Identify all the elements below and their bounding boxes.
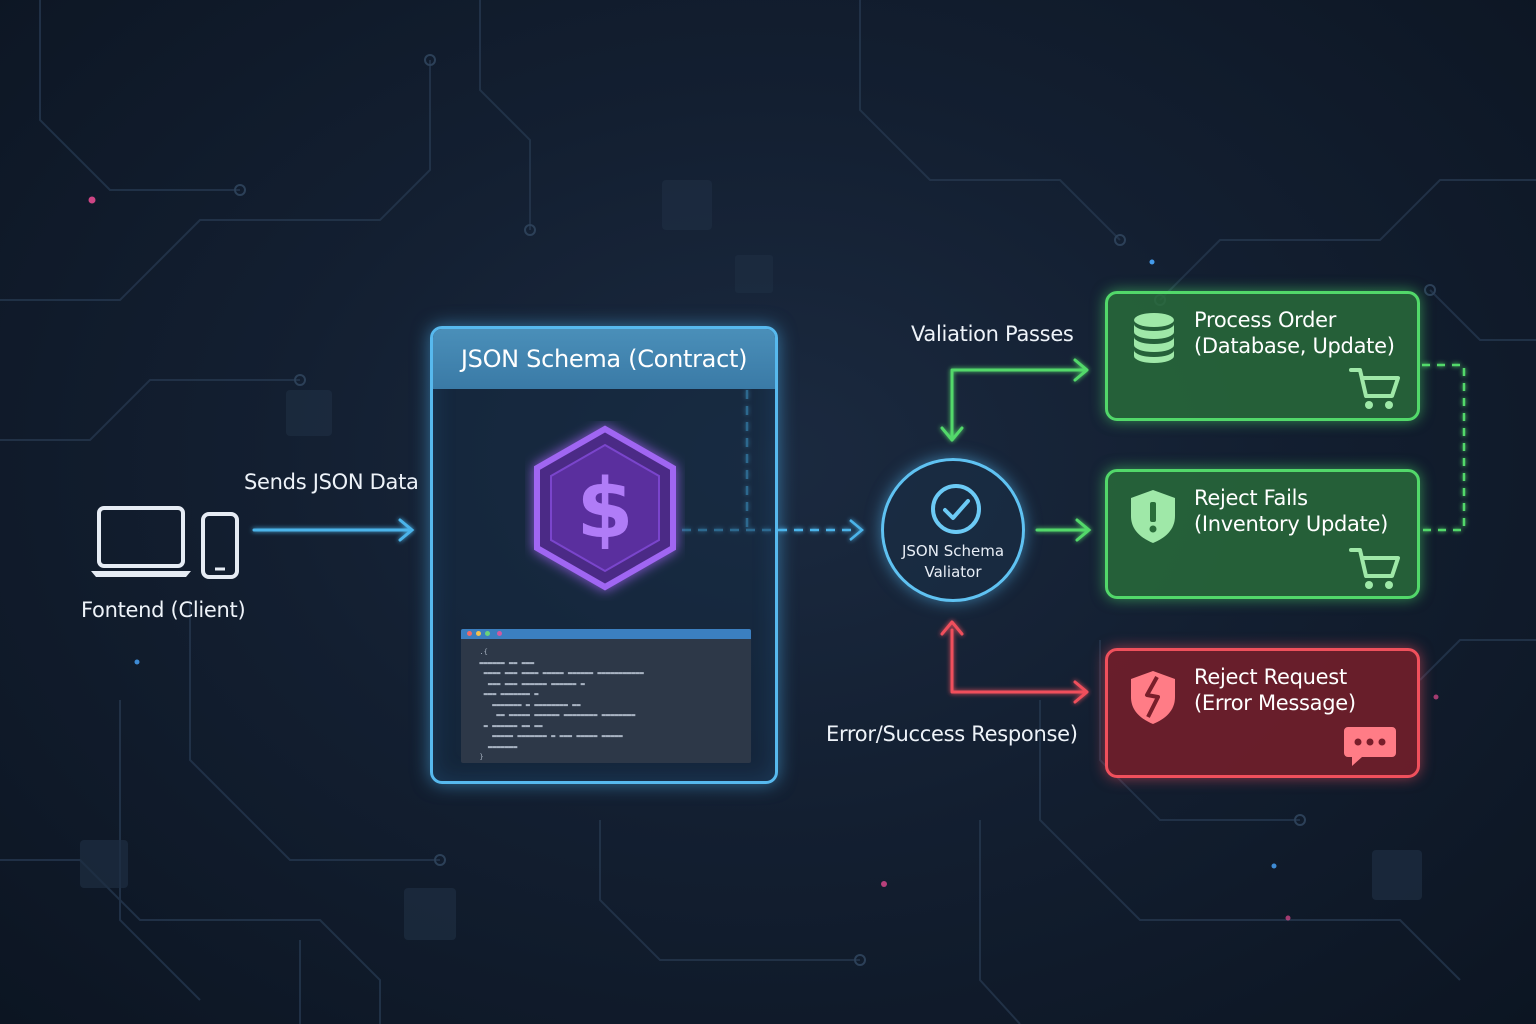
schema-title: JSON Schema (Contract) <box>433 329 775 389</box>
cart-icon <box>1349 368 1400 409</box>
laptop-icon <box>91 506 191 577</box>
database-icon <box>1134 313 1174 363</box>
validator-to-reject-fails-arrow <box>1035 518 1092 542</box>
error-arrow <box>940 620 1089 704</box>
process-order-title: Process Order <box>1194 308 1337 332</box>
reject-fails-title: Reject Fails <box>1194 486 1308 510</box>
schema-to-validator-arrowhead <box>849 519 864 541</box>
send-arrow <box>252 518 415 542</box>
chat-icon <box>1344 727 1396 766</box>
validator-line1: JSON Schema <box>901 542 1005 560</box>
shield-alert-icon <box>1131 490 1175 543</box>
schema-card: JSON Schema (Contract) $ .{ ▬▬▬▬▬▬ ▬▬ ▬▬… <box>430 326 778 784</box>
code-lines-decorative: .{ ▬▬▬▬▬▬ ▬▬ ▬▬▬ ▬▬▬▬ ▬▬▬ ▬▬▬▬ ▬▬▬▬▬ ▬▬▬… <box>479 648 644 761</box>
reject-request-title: Reject Request <box>1194 665 1347 689</box>
reject-request-subtitle: (Error Message) <box>1194 691 1356 715</box>
validator-line2: Valiator <box>924 563 982 581</box>
result-link-dashed <box>1422 363 1466 532</box>
send-label: Sends JSON Data <box>244 470 419 494</box>
broken-shield-icon <box>1131 671 1175 724</box>
cart-icon <box>1349 548 1400 589</box>
reject-request-box: Reject Request (Error Message) <box>1105 648 1420 778</box>
process-order-box: Process Order (Database, Update) <box>1105 291 1420 421</box>
schema-validator: JSON Schema Valiator <box>881 458 1025 602</box>
hexagon-dollar-icon: $ <box>534 425 676 591</box>
code-snippet-panel: .{ ▬▬▬▬▬▬ ▬▬ ▬▬▬ ▬▬▬▬ ▬▬▬ ▬▬▬▬ ▬▬▬▬▬ ▬▬▬… <box>461 629 751 763</box>
client-devices <box>88 505 248 585</box>
reject-fails-subtitle: (Inventory Update) <box>1194 512 1389 536</box>
pass-arrow <box>940 358 1089 442</box>
process-order-subtitle: (Database, Update) <box>1194 334 1395 358</box>
phone-icon <box>201 512 239 579</box>
client-label: Fontend (Client) <box>81 598 246 622</box>
response-label: Error/Success Response) <box>826 722 1078 746</box>
pass-label: Valiation Passes <box>911 322 1074 346</box>
reject-fails-box: Reject Fails (Inventory Update) <box>1105 469 1420 599</box>
schema-badge-symbol: $ <box>576 462 633 557</box>
check-circle-icon <box>931 484 981 534</box>
